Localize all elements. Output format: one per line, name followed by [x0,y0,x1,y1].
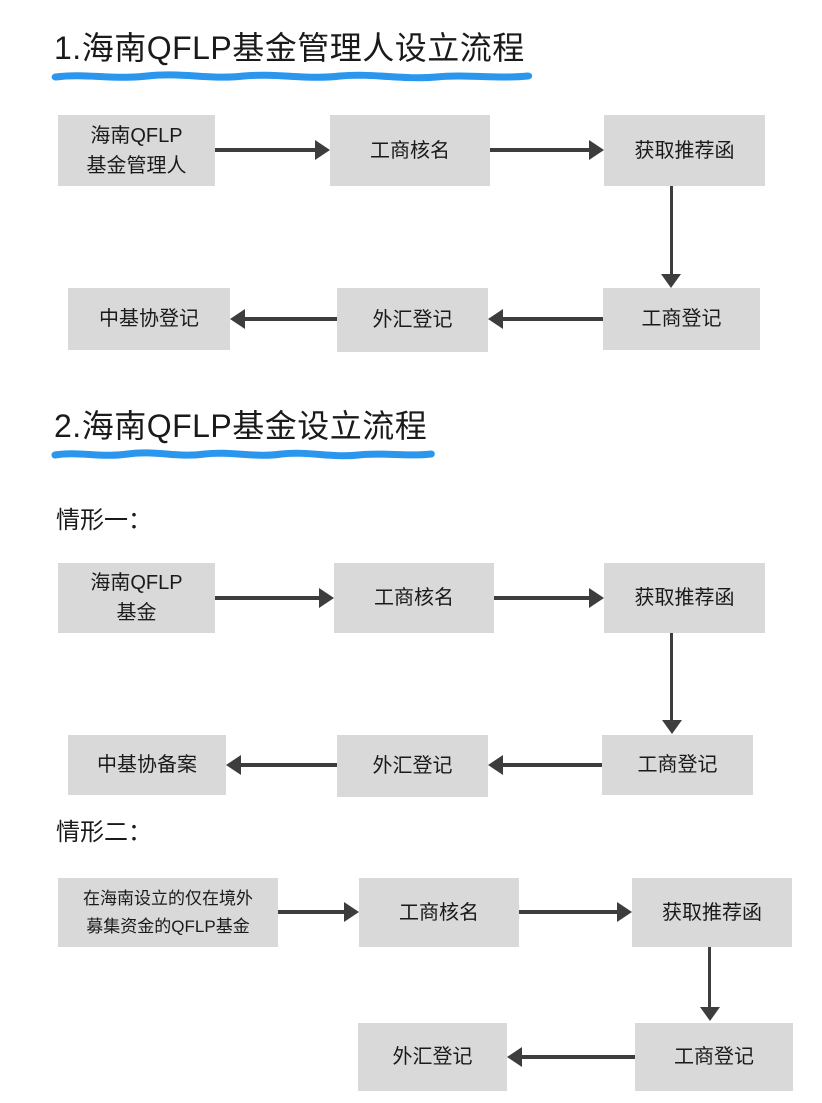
arrow-line [215,596,319,600]
arrow-head [661,274,681,288]
marker-stroke-icon [51,449,435,460]
arrow-line [490,148,589,152]
flow-box-business-registration: 工商登记 [603,288,760,350]
flow-box-business-name-check: 工商核名 [334,563,494,633]
section2-title: 2.海南QFLP基金设立流程 [51,406,435,460]
arrow-head [319,588,334,608]
section2-title-underline [51,448,435,461]
flow-box-forex-registration: 外汇登记 [337,735,488,797]
arrow-head [488,755,503,775]
arrow-line [503,317,603,321]
arrow-head [226,755,241,775]
case2-label: 情形二： [56,819,152,846]
arrow-line [670,186,673,274]
flow-box-recommendation-letter: 获取推荐函 [604,115,765,186]
arrow-head [344,902,359,922]
section1-title-text: 1.海南QFLP基金管理人设立流程 [54,30,525,66]
flow-box-offshore-only-qflp-fund: 在海南设立的仅在境外 募集资金的QFLP基金 [58,878,278,947]
arrow-line [278,910,344,914]
arrow-line [519,910,617,914]
arrow-line [708,947,711,1007]
arrow-head [617,902,632,922]
flow-box-amac-registration: 中基协登记 [68,288,230,350]
arrow-head [507,1047,522,1067]
arrow-head [589,140,604,160]
flow-box-hainan-qflp-fund: 海南QFLP 基金 [58,563,215,633]
flow-box-business-name-check: 工商核名 [330,115,490,186]
arrow-line [503,763,602,767]
arrow-line [241,763,337,767]
section2-title-text: 2.海南QFLP基金设立流程 [54,408,428,444]
arrow-line [522,1055,635,1059]
section1-title: 1.海南QFLP基金管理人设立流程 [51,28,533,82]
section1-title-underline [51,70,533,83]
arrow-line [245,317,337,321]
marker-stroke-icon [51,71,533,82]
arrow-head [589,588,604,608]
arrow-line [670,633,673,720]
arrow-head [230,309,245,329]
arrow-head [662,720,682,734]
flow-box-forex-registration: 外汇登记 [358,1023,507,1091]
marker-stroke-path [51,449,435,460]
arrow-line [215,148,315,152]
flow-box-recommendation-letter: 获取推荐函 [604,563,765,633]
flow-box-forex-registration: 外汇登记 [337,288,488,352]
arrow-line [494,596,589,600]
marker-stroke-path [51,71,533,82]
flow-box-business-registration: 工商登记 [635,1023,793,1091]
flow-box-amac-filing: 中基协备案 [68,735,226,795]
arrow-head [700,1007,720,1021]
flow-box-recommendation-letter: 获取推荐函 [632,878,792,947]
flow-box-hainan-qflp-manager: 海南QFLP 基金管理人 [58,115,215,186]
flow-box-business-name-check: 工商核名 [359,878,519,947]
case1-label: 情形一： [56,507,152,534]
arrow-head [488,309,503,329]
arrow-head [315,140,330,160]
flow-box-business-registration: 工商登记 [602,735,753,795]
